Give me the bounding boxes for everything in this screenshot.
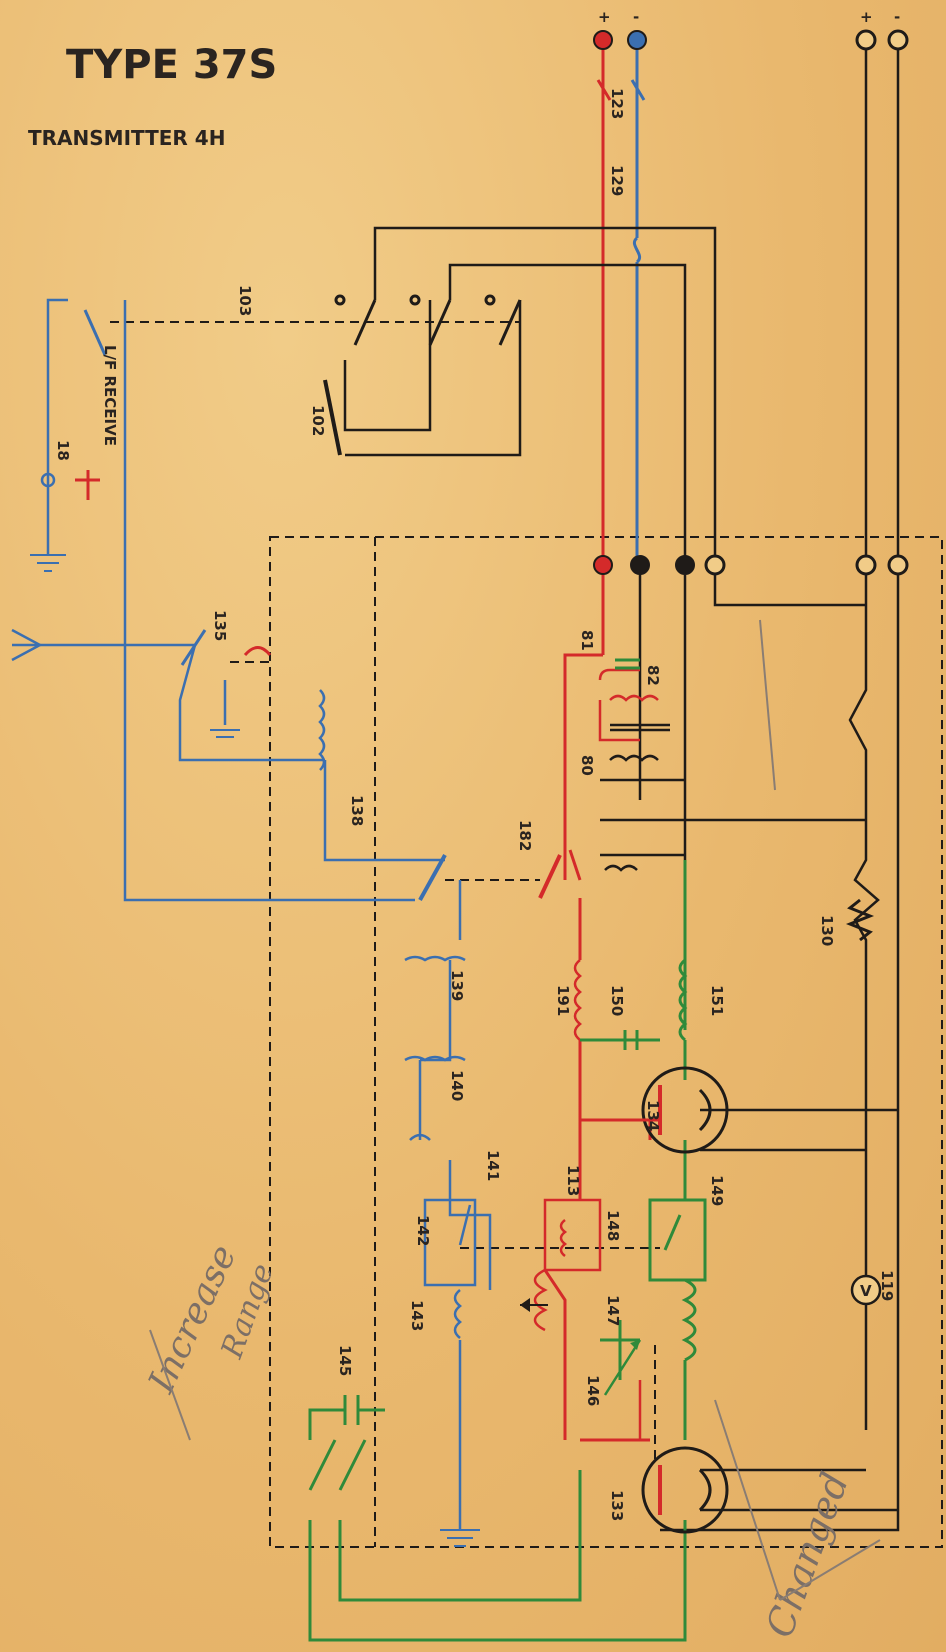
label-103: 103 <box>236 285 254 316</box>
label-119: 119 <box>878 1270 896 1301</box>
terminal-black-3[interactable] <box>704 554 726 576</box>
label-151: 151 <box>708 985 726 1016</box>
label-133: 133 <box>608 1490 626 1521</box>
blue-coils <box>404 955 477 1339</box>
terminal-black-2[interactable] <box>675 555 695 575</box>
label-130: 130 <box>818 915 836 946</box>
blue-antenna-wiring <box>30 298 492 1547</box>
red-supply-line <box>543 50 652 1442</box>
valve-134 <box>580 1066 729 1154</box>
component-labels: 123 129 103 102 18 L/F RECEIVE 135 138 1… <box>54 88 896 1521</box>
terminal-meter-plus-lower[interactable] <box>855 554 877 576</box>
label-141: 141 <box>484 1150 502 1181</box>
switch-182-red[interactable] <box>538 854 562 899</box>
label-18: 18 <box>54 440 72 461</box>
handwritten-notes: Increase Range Changed <box>141 619 881 1644</box>
diagram-subtitle: TRANSMITTER 4H <box>28 126 225 150</box>
arrow-head <box>520 1298 530 1312</box>
minus-mark-right: - <box>894 8 900 26</box>
label-146: 146 <box>584 1375 602 1406</box>
antenna-icon <box>11 628 43 662</box>
transformer-80 <box>604 723 670 872</box>
resistor-130 <box>845 898 875 942</box>
label-149: 149 <box>708 1175 726 1206</box>
note-changed: Changed <box>757 1467 857 1644</box>
label-113: 113 <box>564 1165 582 1196</box>
label-143: 143 <box>408 1300 426 1331</box>
label-134: 134 <box>644 1100 662 1131</box>
label-148: 148 <box>604 1210 622 1241</box>
coil-138 <box>318 689 326 771</box>
switch-135[interactable] <box>180 629 207 666</box>
switch-103[interactable] <box>334 294 522 346</box>
label-lf-receive: L/F RECEIVE <box>101 345 119 446</box>
plus-mark: + <box>598 8 611 26</box>
voltmeter-119 <box>850 1274 882 1306</box>
lf-receive-switch[interactable] <box>83 309 107 356</box>
label-102: 102 <box>309 405 327 436</box>
diagram-title: TYPE 37S <box>66 42 277 88</box>
black-wiring <box>343 50 900 1532</box>
label-129: 129 <box>608 165 626 196</box>
terminal-black-1[interactable] <box>630 555 650 575</box>
label-138: 138 <box>348 795 366 826</box>
arrow-146 <box>630 1340 640 1350</box>
label-182: 182 <box>516 820 534 851</box>
label-140: 140 <box>448 1070 466 1101</box>
coil-80-primary <box>609 694 659 702</box>
label-191: 191 <box>554 985 572 1016</box>
valve-133 <box>641 1446 729 1534</box>
label-82: 82 <box>644 665 662 686</box>
label-142: 142 <box>414 1215 432 1246</box>
relay-coil-135 <box>243 646 272 657</box>
green-wiring <box>308 860 707 1642</box>
red-components <box>533 668 642 1440</box>
label-80: 80 <box>578 755 596 776</box>
switch-123-red[interactable] <box>596 79 612 101</box>
top-terminals: + - + - <box>593 8 909 51</box>
switch-102[interactable] <box>323 379 342 456</box>
minus-mark: - <box>633 8 639 26</box>
dashed-enclosures <box>110 321 943 1548</box>
terminal-meter-minus[interactable] <box>887 29 909 51</box>
terminal-meter-minus-lower[interactable] <box>887 554 909 576</box>
terminal-blue-minus[interactable] <box>627 30 647 50</box>
terminal-meter-plus[interactable] <box>855 29 877 51</box>
condenser-81 <box>615 658 640 670</box>
switch-182-blue[interactable] <box>418 854 447 901</box>
variable-condenser-146 <box>603 1339 642 1396</box>
blue-supply-line <box>632 50 642 565</box>
label-147: 147 <box>604 1295 622 1326</box>
voltmeter-v: V <box>860 1282 872 1300</box>
plus-mark-right: + <box>860 8 873 26</box>
terminal-red-plus[interactable] <box>593 30 613 50</box>
label-145: 145 <box>336 1345 354 1376</box>
label-135: 135 <box>211 610 229 641</box>
label-81: 81 <box>578 630 596 651</box>
switch-18-contact[interactable] <box>40 472 56 488</box>
label-150: 150 <box>608 985 626 1016</box>
terminal-red-lower[interactable] <box>593 555 613 575</box>
label-139: 139 <box>448 970 466 1001</box>
label-123: 123 <box>608 88 626 119</box>
red-tap-18 <box>75 470 100 500</box>
